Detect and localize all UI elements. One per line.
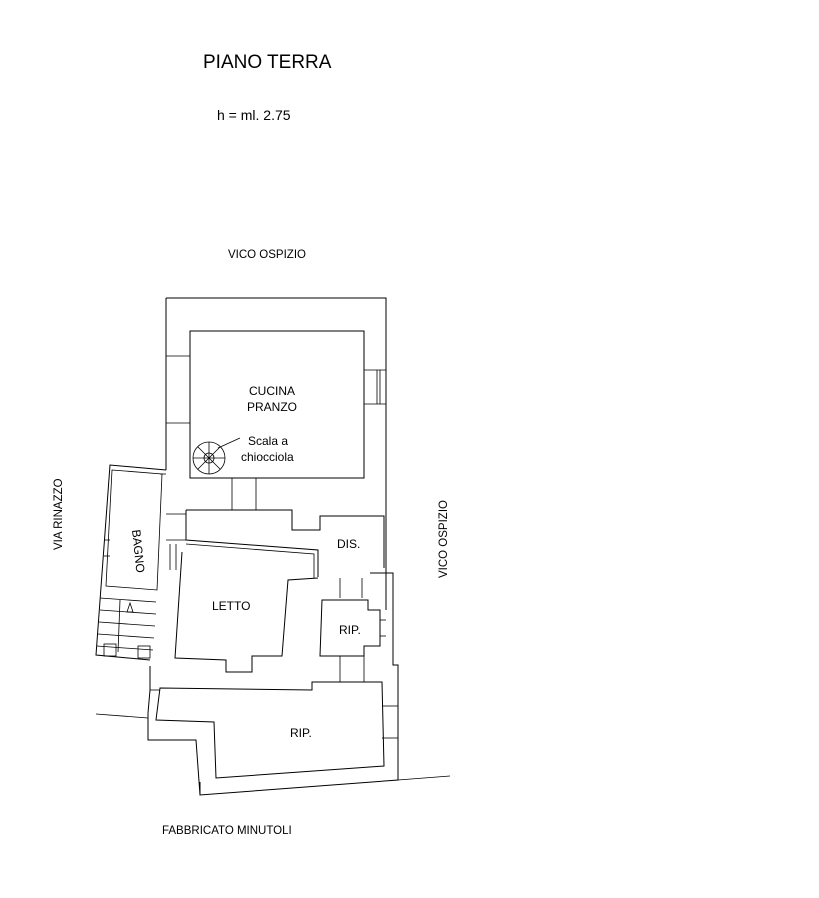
plan-title: PIANO TERRA bbox=[203, 52, 332, 73]
room-label-storage-small: RIP. bbox=[339, 623, 361, 637]
external-stair bbox=[96, 597, 157, 659]
street-label-bottom: FABBRICATO MINUTOLI bbox=[162, 825, 292, 837]
room-hallway: DIS. bbox=[166, 509, 385, 578]
stair-label-line2: chiocciola bbox=[241, 450, 294, 464]
stair-label-line1: Scala a bbox=[248, 434, 288, 448]
room-label-kitchen-line1: CUCINA bbox=[249, 384, 295, 398]
outer-walls bbox=[95, 297, 399, 796]
room-label-storage-large: RIP. bbox=[290, 726, 312, 740]
room-label-bathroom: BAGNO bbox=[129, 529, 147, 574]
room-label-hallway: DIS. bbox=[337, 537, 360, 551]
street-label-top: VICO OSPIZIO bbox=[228, 249, 306, 261]
room-storage-small: RIP. bbox=[319, 572, 387, 682]
street-label-right: VICO OSPIZIO bbox=[438, 500, 450, 578]
room-label-bedroom: LETTO bbox=[212, 599, 250, 613]
spiral-staircase: Scala a chiocciola bbox=[192, 434, 294, 475]
street-label-left: VIA RINAZZO bbox=[53, 478, 65, 550]
room-bedroom: LETTO bbox=[174, 551, 319, 673]
room-bathroom: BAGNO bbox=[104, 529, 147, 574]
height-note: h = ml. 2.75 bbox=[217, 107, 291, 123]
room-label-kitchen-line2: PRANZO bbox=[247, 400, 297, 414]
room-kitchen: CUCINA PRANZO bbox=[166, 330, 386, 510]
room-storage-large: RIP. bbox=[150, 681, 398, 779]
context-lines bbox=[95, 713, 451, 781]
